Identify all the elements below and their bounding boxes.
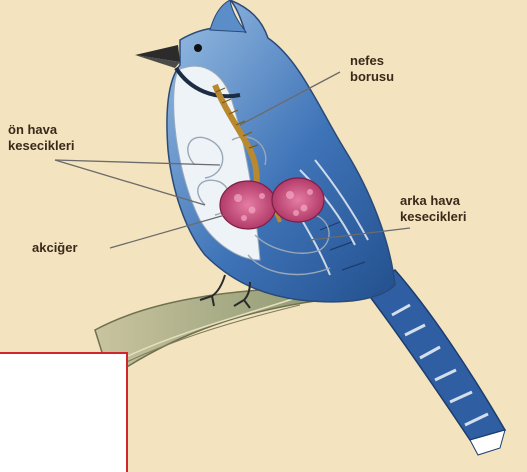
label-lung: akciğer [32, 240, 78, 256]
label-anterior-air-sacs: ön hava kesecikleri [8, 122, 75, 154]
label-trachea-line2: borusu [350, 69, 394, 85]
label-posterior-air-sacs: arka hava kesecikleri [400, 193, 467, 225]
note-box [0, 352, 128, 472]
label-anterior-line1: ön hava [8, 122, 75, 138]
label-trachea: nefes borusu [350, 53, 394, 85]
label-trachea-line1: nefes [350, 53, 394, 69]
tail [365, 270, 505, 455]
label-posterior-line1: arka hava [400, 193, 467, 209]
label-posterior-line2: kesecikleri [400, 209, 467, 225]
branch [95, 288, 322, 378]
label-anterior-line2: kesecikleri [8, 138, 75, 154]
